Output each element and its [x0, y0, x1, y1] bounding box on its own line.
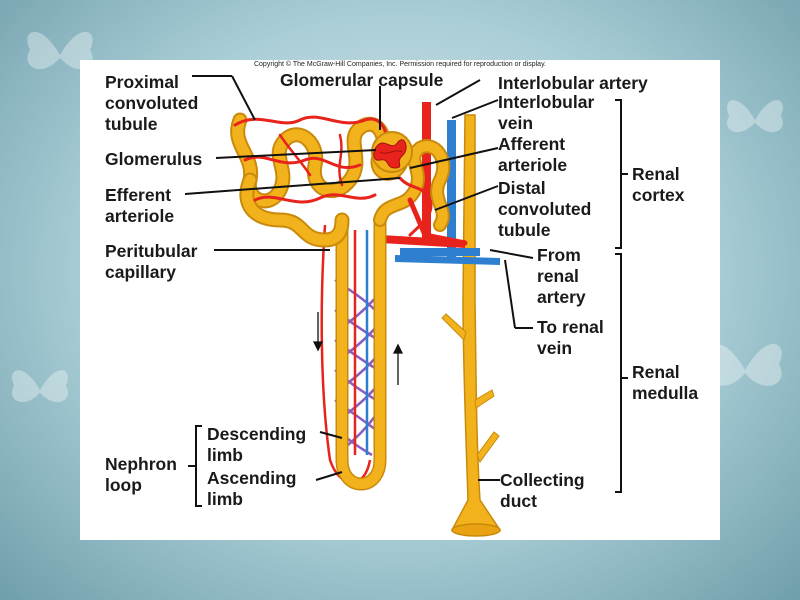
label-line: From [537, 245, 581, 265]
label-line: duct [500, 491, 537, 511]
label-line: vein [537, 338, 573, 358]
label-line: renal [537, 266, 579, 286]
label-from-renal-artery: From renal artery [537, 245, 586, 308]
label-descending-limb: Descending limb [207, 424, 306, 466]
label-line: Renal [632, 164, 680, 184]
interlobular-vessels [380, 102, 500, 265]
label-line: arteriole [498, 155, 568, 175]
glomerulus-shape [371, 131, 413, 173]
label-line: Ascending [207, 468, 297, 488]
label-glomerular-capsule: Glomerular capsule [280, 70, 444, 90]
label-line: Collecting [500, 470, 585, 490]
label-collecting-duct: Collecting duct [500, 470, 585, 512]
label-line: tubule [105, 114, 158, 134]
label-line: Distal [498, 178, 546, 198]
label-peritubular-capillary: Peritubular capillary [105, 241, 197, 283]
label-glomerulus: Glomerulus [105, 149, 203, 169]
copyright-notice: Copyright © The McGraw-Hill Companies, I… [253, 61, 546, 68]
nephron-diagram [184, 75, 628, 537]
butterfly-icon [12, 370, 68, 403]
collecting-duct-shape [441, 114, 502, 537]
label-line: capillary [105, 262, 177, 282]
flow-arrows [312, 312, 404, 385]
label-nephron-loop: Nephron loop [105, 454, 177, 496]
label-line: convoluted [498, 199, 592, 219]
butterfly-icon [708, 343, 782, 386]
label-line: limb [207, 445, 243, 465]
label-line: cortex [632, 185, 685, 205]
label-line: Interlobular [498, 92, 595, 112]
butterfly-icon [27, 31, 93, 70]
label-to-renal-vein: To renal vein [537, 317, 604, 359]
label-line: Nephron [105, 454, 177, 474]
label-line: limb [207, 489, 243, 509]
label-ascending-limb: Ascending limb [207, 468, 296, 510]
label-distal-convoluted-tubule: Distal convoluted tubule [498, 178, 591, 241]
label-interlobular-artery: Interlobular artery [498, 73, 648, 93]
label-proximal-convoluted-tubule: Proximal convoluted tubule [105, 72, 198, 135]
label-renal-medulla: Renal medulla [632, 362, 698, 404]
label-line: Renal [632, 362, 680, 382]
label-line: tubule [498, 220, 551, 240]
label-line: Proximal [105, 72, 179, 92]
label-line: artery [537, 287, 586, 307]
leader-lines [184, 75, 628, 507]
label-line: convoluted [105, 93, 199, 113]
label-line: Peritubular [105, 241, 198, 261]
label-line: Descending [207, 424, 307, 444]
label-line: medulla [632, 383, 699, 403]
label-line: vein [498, 113, 534, 133]
label-efferent-arteriole: Efferent arteriole [105, 185, 174, 227]
label-renal-cortex: Renal cortex [632, 164, 685, 206]
label-line: To renal [537, 317, 604, 337]
label-line: arteriole [105, 206, 175, 226]
label-interlobular-vein: Interlobular vein [498, 92, 594, 134]
label-line: Afferent [498, 134, 566, 154]
label-afferent-arteriole: Afferent arteriole [498, 134, 567, 176]
nephron-loop-shape [335, 220, 387, 491]
butterfly-icon [727, 100, 783, 133]
label-line: Efferent [105, 185, 172, 205]
diagram-panel: Copyright © The McGraw-Hill Companies, I… [80, 60, 720, 540]
label-line: loop [105, 475, 142, 495]
